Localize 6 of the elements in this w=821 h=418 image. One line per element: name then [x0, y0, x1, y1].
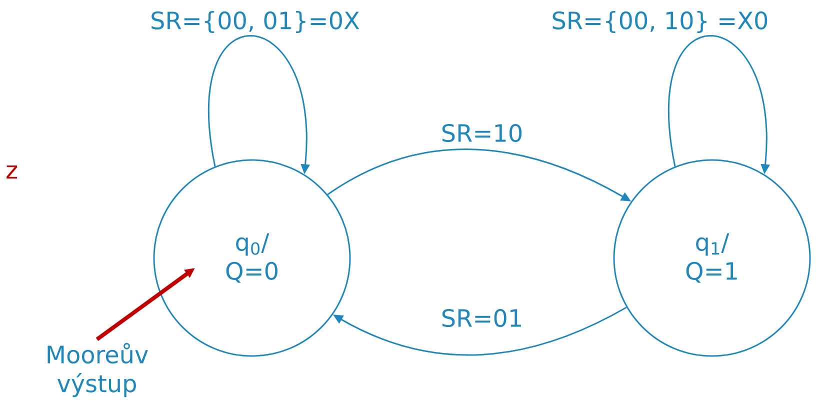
edge-label: SR=01: [442, 308, 521, 328]
label: z: [6, 165, 18, 179]
edge-label: SR={00, 01}=0X: [152, 10, 360, 34]
edge-label: SR={00, 10} =X0: [552, 10, 768, 34]
annotation-text: Mooreův výstup: [48, 342, 148, 398]
edge-label: SR=10: [442, 124, 522, 142]
